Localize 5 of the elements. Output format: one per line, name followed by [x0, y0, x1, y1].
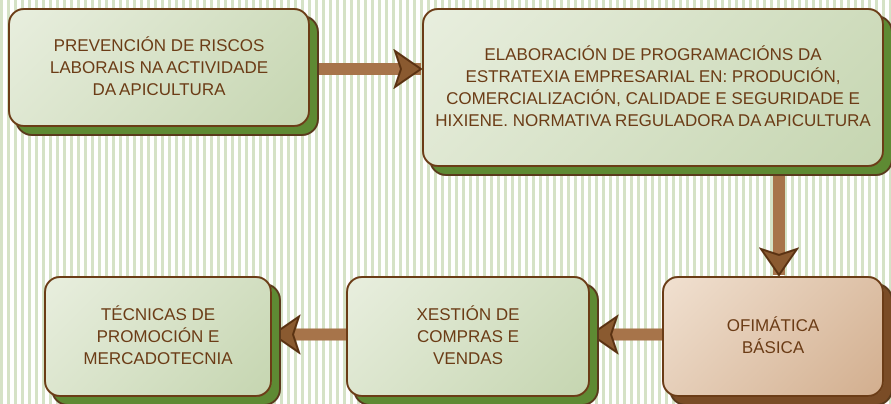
box-label: OFIMÁTICA BÁSICA: [726, 314, 820, 358]
box-label: ELABORACIÓN DE PROGRAMACIÓNS DA ESTRATEXIA EMPRESARIAL EN: PRODUCIÓN, COMERCIALIZACIÓN, CALIDADE E SEGURIDADE E HIXIENE. NORMATIVA REGULADORA DA APICULTURA: [434, 44, 872, 132]
box-label: PREVENCIÓN DE RISCOS LABORAIS NA ACTIVIDADE DA APICULTURA: [48, 34, 270, 100]
box-label: XESTIÓN DE COMPRAS E VENDAS: [416, 304, 520, 370]
box-label: TÉCNICAS DE PROMOCIÓN E MERCADOTECNIA: [82, 304, 234, 370]
